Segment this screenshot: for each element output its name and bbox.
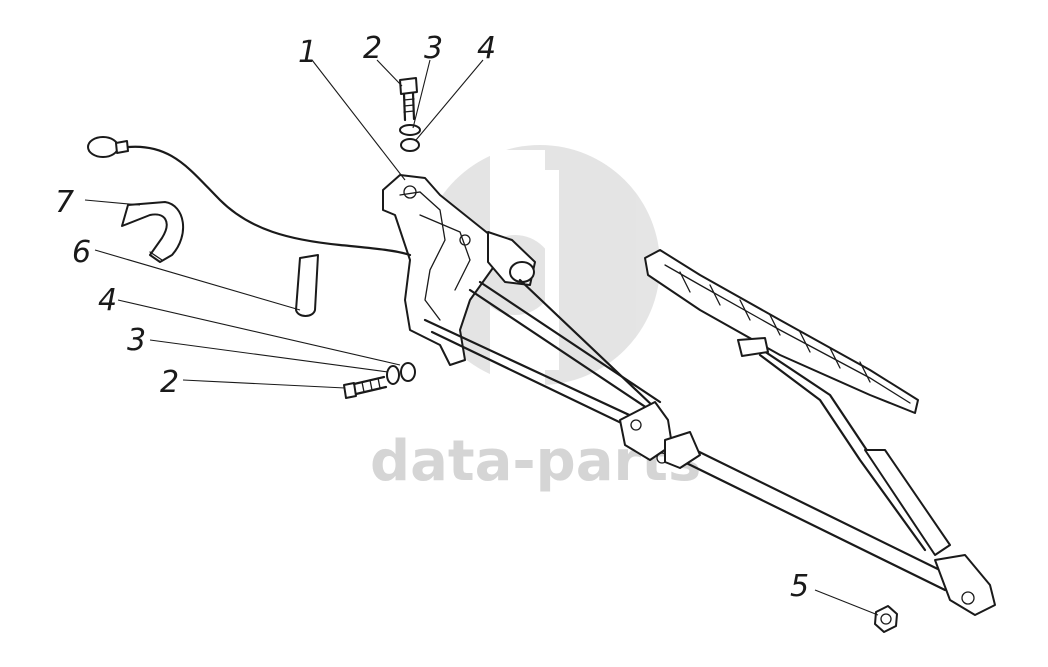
leader-2-left <box>182 379 346 389</box>
leader-3-top <box>412 59 431 129</box>
callout-3-left: 3 <box>127 323 146 358</box>
leader-4-top <box>415 59 484 141</box>
callout-1: 1 <box>298 35 317 70</box>
nut <box>874 605 898 633</box>
power-cable <box>87 136 412 257</box>
bolt-top <box>399 77 421 152</box>
motor-bracket <box>382 174 496 366</box>
callout-4-left: 4 <box>98 283 117 318</box>
leader-7 <box>84 199 141 206</box>
leader-3-left <box>149 339 389 373</box>
callout-3-top: 3 <box>424 31 443 66</box>
leader-6 <box>94 249 301 311</box>
callout-labels: 1 2 3 4 7 6 4 3 2 5 <box>55 31 809 604</box>
leader-5 <box>814 589 879 616</box>
wiper-motor <box>487 231 536 286</box>
leader-1 <box>311 59 406 181</box>
cable-sleeve <box>295 254 319 317</box>
callout-6: 6 <box>72 235 91 270</box>
leader-lines <box>84 59 879 616</box>
callout-2-left: 2 <box>160 365 179 400</box>
wiper-blade <box>644 249 919 414</box>
bolt-left <box>343 362 416 399</box>
cable-clip <box>121 201 185 263</box>
callout-7: 7 <box>55 185 74 220</box>
wiper-arm-lower <box>664 431 996 616</box>
wiper-arm-upper <box>753 343 951 556</box>
callout-2-top: 2 <box>363 31 382 66</box>
leader-4-left <box>117 299 401 366</box>
callout-5: 5 <box>790 569 809 604</box>
leader-2-top <box>376 59 403 87</box>
callout-4-top: 4 <box>477 31 496 66</box>
